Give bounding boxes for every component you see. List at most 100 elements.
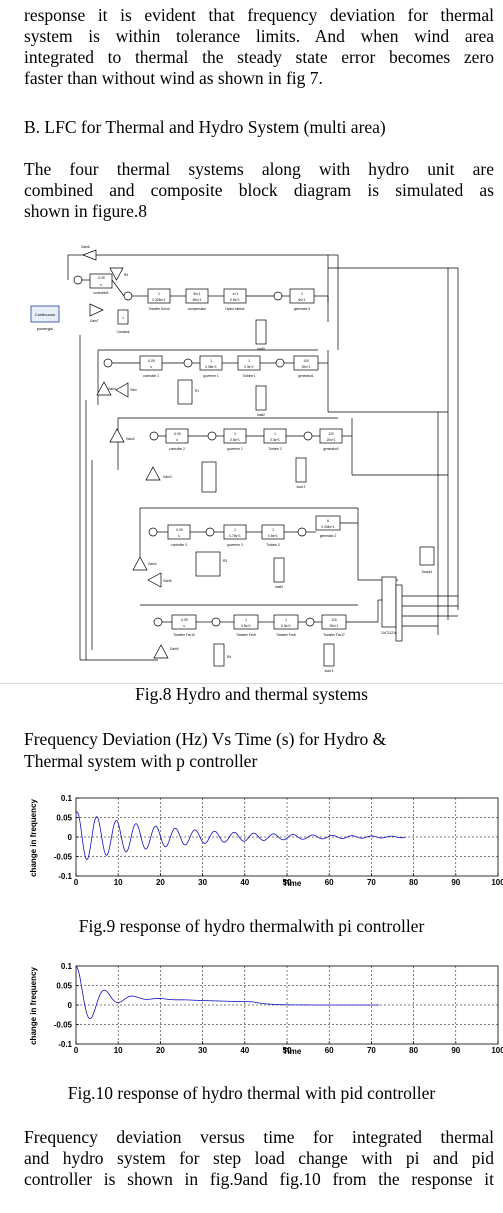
load2-label: load2 — [257, 413, 265, 417]
governer3-label: governer 3 — [227, 543, 242, 547]
block-numerator: 120 — [328, 432, 334, 436]
block-denominator: s — [178, 534, 180, 538]
r1-label: R1 — [195, 389, 199, 393]
x-tick-label: 20 — [156, 878, 165, 887]
block-numerator: -0.09 — [175, 528, 182, 532]
x-tick-label: 60 — [325, 878, 334, 887]
x-tick-label: 90 — [451, 1046, 460, 1055]
x-axis-label: Time — [283, 1047, 302, 1056]
controller3-label: controller 3 — [171, 543, 187, 547]
block-numerator: 1 — [272, 528, 274, 532]
governer1-label: governer 1 — [203, 374, 218, 378]
turbine2-label: Turbine 2 — [268, 447, 282, 451]
paragraph-3: Frequency deviation versus time for inte… — [24, 1127, 494, 1190]
y-tick-label: -0.1 — [58, 872, 72, 881]
section-heading: B. LFC for Thermal and Hydro System (mul… — [24, 117, 386, 137]
block-denominator: s — [100, 283, 102, 287]
block-denominator: s — [183, 624, 185, 628]
subheading-line: Thermal system with p controller — [24, 751, 258, 771]
block-numerator: 1 — [301, 292, 303, 296]
block-numerator: 100 — [303, 359, 309, 363]
block-denominator: 20s+1 — [330, 624, 339, 628]
x-tick-label: 0 — [74, 878, 79, 887]
x-tick-label: 10 — [114, 1046, 123, 1055]
y-tick-label: 0.05 — [56, 982, 72, 991]
r5-label: R5 — [124, 273, 128, 277]
y-tick-label: 0.1 — [61, 794, 73, 803]
x-tick-label: 90 — [451, 878, 460, 887]
block-denominator: 0.325s+1 — [152, 298, 165, 302]
block-numerator: 5s+1 — [193, 292, 200, 296]
intro-paragraph: response it is evident that frequency de… — [24, 5, 494, 89]
block-numerator: 1 — [122, 316, 124, 320]
block-numerator: 1 — [210, 359, 212, 363]
block-numerator: -s+1 — [232, 292, 239, 296]
gain7-label: Gain7 — [90, 319, 99, 323]
block-denominator: 50s+1 — [193, 298, 202, 302]
y-tick-label: 0.1 — [61, 962, 73, 971]
x-tick-label: 0 — [74, 1046, 79, 1055]
block-numerator: 120 — [331, 618, 337, 622]
tf17-label: Transfer Fcn17 — [323, 633, 345, 637]
block-denominator: 0.5s+1 — [268, 534, 278, 538]
controller1-label: controller 1 — [143, 374, 159, 378]
governer2-label: governer 2 — [227, 447, 242, 451]
fig10-caption: Fig.10 response of hydro thermal with pi… — [67, 1083, 436, 1103]
generator1-label: generator1 — [298, 374, 314, 378]
plot-frame — [75, 797, 499, 877]
load3-label: load3 — [275, 585, 283, 589]
y-axis-label: change in frequency — [29, 967, 38, 1045]
text-line: integrated to thermal the steady state e… — [24, 47, 494, 67]
tf5-label: Transfer Fcn5 — [236, 633, 256, 637]
continuous-label: Continuous — [35, 312, 55, 317]
block-numerator: 1 — [234, 528, 236, 532]
y-axis-label: change in frequency — [29, 799, 38, 877]
y-tick-label: 0 — [68, 1001, 73, 1010]
text-line: and hydro system for step load change wi… — [24, 1148, 494, 1168]
block-numerator: 1 — [274, 432, 276, 436]
text-line: combined and composite block diagram is … — [24, 180, 494, 200]
y-tick-label: -0.05 — [54, 1021, 73, 1030]
y-tick-label: -0.1 — [58, 1040, 72, 1049]
x-tick-label: 40 — [240, 878, 249, 887]
x-tick-label: 30 — [198, 1046, 207, 1055]
hydro-turbine-label: Hydro turbine — [225, 307, 244, 311]
block-denominator: s — [150, 365, 152, 369]
load4-label: load 4 — [325, 669, 334, 673]
block-numerator: 1 — [245, 618, 247, 622]
x-tick-label: 20 — [156, 1046, 165, 1055]
paragraph-2: The four thermal systems along with hydr… — [24, 159, 494, 222]
tf10-label: Transfer Fcn10 — [173, 633, 195, 637]
block-denominator: 0.5s+1 — [241, 624, 251, 628]
gain5-label: Gain5 — [163, 579, 172, 583]
y-tick-label: 0 — [68, 833, 73, 842]
x-tick-label: 60 — [325, 1046, 334, 1055]
r3-label: R3 — [223, 559, 227, 563]
y-tick-label: 0.05 — [56, 814, 72, 823]
gain2-label: Gain2 — [126, 437, 135, 441]
scope-label: Scope1 — [422, 570, 433, 574]
block-numerator: -0.09 — [147, 359, 154, 363]
gain6-label: Gain6 — [81, 245, 90, 249]
text-line: Frequency deviation versus time for inte… — [24, 1127, 494, 1147]
x-tick-label: 70 — [367, 1046, 376, 1055]
controller5-label: controller5 — [94, 291, 109, 295]
x-tick-label: 80 — [409, 878, 418, 887]
frequency-series-line — [75, 966, 380, 1020]
x-tick-label: 50 — [283, 1046, 292, 1055]
text-line: shown in figure.8 — [24, 201, 147, 221]
x-tick-label: 100 — [491, 878, 503, 887]
block-denominator: 0.5s+1 — [230, 438, 240, 442]
block-denominator: 0.08s+1 — [205, 365, 217, 369]
powergui-label: powergui — [37, 326, 53, 331]
compensator-label: compensator — [188, 307, 207, 311]
x-tick-label: 50 — [283, 878, 292, 887]
block-numerator: 1 — [158, 292, 160, 296]
generator3-label: generator3 — [323, 447, 339, 451]
simulink-block-diagram: Continuous powergui Gain6 R5 -0.09 s con… — [30, 245, 459, 673]
text-line: system is within tolerance limits. And w… — [24, 26, 494, 46]
block-denominator: 0.75s+1 — [229, 534, 241, 538]
